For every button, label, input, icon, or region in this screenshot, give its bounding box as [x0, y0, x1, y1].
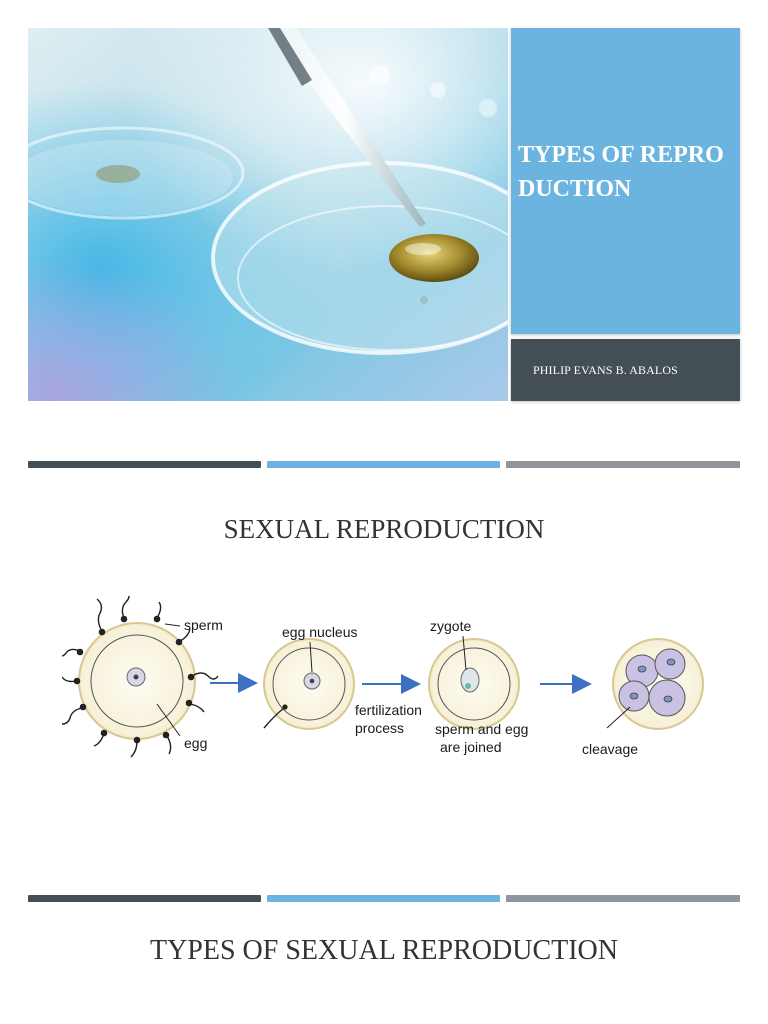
- author-name: PHILIP EVANS B. ABALOS: [533, 363, 678, 377]
- divider-segment-dark: [28, 461, 261, 468]
- slide-title-types-of-sexual-reproduction: TYPES OF SEXUAL REPRODUCTION: [149, 935, 618, 966]
- label-sperm-and-egg: sperm and egg: [435, 721, 528, 737]
- egg-nucleus-cell: egg nucleus: [263, 624, 358, 730]
- egg-with-sperm: sperm egg: [55, 589, 223, 758]
- label-cleavage: cleavage: [582, 741, 638, 757]
- label-egg: egg: [184, 735, 207, 751]
- label-zygote: zygote: [430, 618, 471, 634]
- slide-title-sexual-reproduction: SEXUAL REPRODUCTION: [223, 514, 545, 544]
- presentation-title: TYPES OF REPRODUCTION: [518, 142, 724, 202]
- divider-segment-dark: [28, 895, 261, 902]
- fertilization-diagram: sperm egg egg nucleus fertilization proc…: [55, 589, 712, 776]
- label-sperm: sperm: [184, 617, 223, 633]
- lab-pipette-photo: [28, 28, 508, 401]
- label-fertilization: fertilization: [355, 702, 422, 718]
- author-box: PHILIP EVANS B. ABALOS: [511, 339, 740, 401]
- divider-segment-gray: [506, 895, 740, 902]
- slide-divider-2: [28, 895, 740, 902]
- label-process: process: [355, 720, 404, 736]
- divider-segment-blue: [267, 895, 500, 902]
- zygote-cell: zygote sperm and egg are joined: [428, 618, 528, 755]
- divider-segment-gray: [506, 461, 740, 468]
- pipette-petri-dish-image: [28, 28, 508, 401]
- title-box: TYPES OF REPRODUCTION: [511, 28, 740, 334]
- slide-divider: [28, 461, 740, 468]
- divider-segment-blue: [267, 461, 500, 468]
- cleavage-cell: cleavage: [582, 638, 704, 757]
- label-are-joined: are joined: [440, 739, 502, 755]
- fertilization-diagram-svg: sperm egg egg nucleus fertilization proc…: [55, 589, 704, 758]
- label-egg-nucleus: egg nucleus: [282, 624, 358, 640]
